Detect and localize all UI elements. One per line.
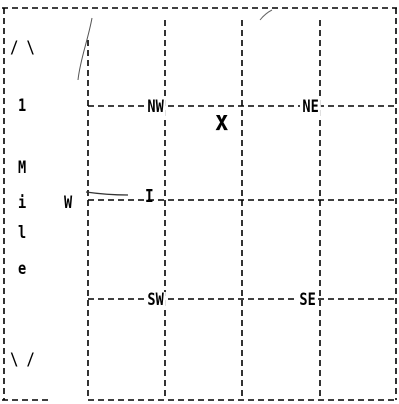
quadrant-label-nw: NW [145, 99, 167, 116]
scale-unit-letter-3: l [18, 223, 27, 243]
scale-unit-letter-2: i [18, 193, 27, 213]
x-mark: x [215, 104, 229, 137]
pencil-stroke-top-right [259, 9, 273, 21]
scale-unit-letter-4: e [18, 259, 27, 279]
side-label-w: W [64, 193, 73, 213]
scale-top-arrow: / \ [10, 38, 35, 58]
quadrant-label-se: SE [297, 292, 319, 309]
pencil-stroke-top [77, 17, 93, 81]
scale-unit-letter-1: M [18, 158, 27, 178]
scale-number: 1 [18, 96, 27, 116]
scale-bottom-arrow: \ / [10, 350, 35, 370]
quadrant-label-sw: SW [145, 292, 167, 309]
pencil-stroke-w [85, 191, 129, 196]
i-mark: I [145, 186, 154, 207]
quadrant-label-ne: NE [300, 99, 322, 116]
